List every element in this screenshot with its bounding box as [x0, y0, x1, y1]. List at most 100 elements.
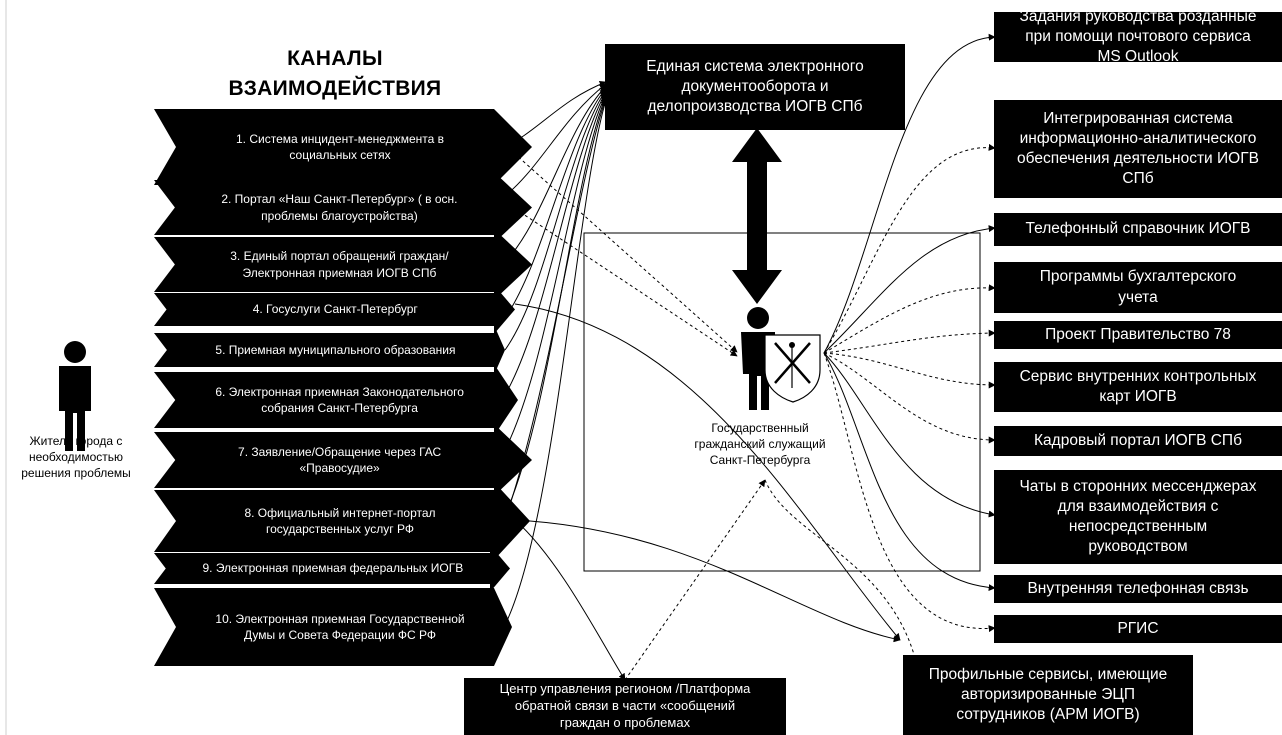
service-box-5-line1: Проект Правительство 78 — [1045, 325, 1231, 343]
servant-caption: Государственный гражданский служащий Сан… — [680, 420, 840, 469]
channel-label-10-line1: 10. Электронная приемная Государственной — [215, 611, 465, 626]
service-box-6-line1: Сервис внутренних контрольных — [1019, 367, 1257, 385]
service-box-1-line1: Задания руководства розданные — [1019, 7, 1257, 25]
channel-label-2-line1: 2. Портал «Наш Санкт-Петербург» ( в осн. — [221, 192, 458, 207]
center-region-line1: Центр управления регионом /Платформа — [499, 681, 751, 697]
channel-label-10: 10. Электронная приемная Государственной… — [180, 588, 500, 666]
channels-title-line1: КАНАЛЫ — [287, 47, 383, 70]
channel-label-8: 8. Официальный интернет-портал государств… — [180, 490, 500, 552]
service-box-1-line2: при помощи почтового сервиса — [1025, 27, 1251, 45]
profile-services-line1: Профильные сервисы, имеющие — [928, 665, 1168, 683]
channel-to-servant-dashed — [504, 144, 738, 357]
channel-label-7-line2: «Правосудие» — [299, 461, 380, 475]
channel-label-8-line2: государственных услуг РФ — [266, 522, 414, 536]
resident-caption-line3: решения проблемы — [21, 466, 131, 481]
service-box-5: Проект Правительство 78 — [994, 321, 1282, 349]
channel-arrow-4 — [154, 285, 515, 334]
channel-label-5-line1: 5. Приемная муниципального образования — [215, 342, 456, 357]
employee-frame — [583, 232, 981, 572]
center-region-line2: обратной связи в части «сообщений — [514, 698, 736, 714]
channel-arrow-10 — [154, 588, 512, 666]
channel-label-4: 4. Госуслуги Санкт-Петербург — [171, 293, 500, 326]
channel-label-7-line1: 7. Заявление/Обращение через ГАС — [238, 444, 442, 459]
channel-label-8-line1: 8. Официальный интернет-портал — [244, 505, 436, 520]
servant-to-services — [823, 33, 996, 633]
service-box-10-line1: РГИС — [1117, 619, 1159, 637]
channel-label-9: 9. Электронная приемная федеральных ИОГВ — [170, 553, 496, 584]
service-box-8-line3: непосредственным — [1068, 518, 1208, 535]
profile-services-box: Профильные сервисы, имеющие авторизирова… — [903, 655, 1193, 735]
channel-label-6-line2: собрания Санкт-Петербурга — [261, 401, 418, 415]
resident-caption: Житель города с необходимостью решения п… — [14, 433, 138, 482]
service-box-2-line3: обеспечения деятельности ИОГВ — [1017, 150, 1259, 167]
channel-label-1-line1: 1. Система инцидент-менеджмента в — [236, 131, 444, 146]
edms-line2: документооборота и — [681, 77, 829, 95]
service-box-7: Кадровый портал ИОГВ СПб — [994, 426, 1282, 456]
channel-arrow-6 — [154, 364, 518, 436]
center-region-line3: граждан о проблемах — [559, 714, 691, 730]
channel-arrow-7 — [154, 424, 532, 496]
resident-person-icon — [59, 341, 91, 451]
service-box-1: Задания руководства розданные при помощи … — [994, 8, 1282, 65]
channels-title-line2: ВЗАИМОДЕЙСТВИЯ — [228, 77, 442, 101]
channel-label-2-line2: проблемы благоустройства) — [261, 208, 418, 223]
service-box-9-line1: Внутренняя телефонная связь — [1027, 579, 1249, 597]
channel-label-3-line2: Электронная приемная ИОГВ СПб — [242, 265, 437, 280]
service-box-2-line1: Интегрированная система — [1043, 109, 1233, 127]
service-box-8-line2: для взаимодействия с — [1057, 497, 1219, 515]
channel-label-3-line1: 3. Единый портал обращений граждан/ — [230, 249, 449, 264]
service-box-2: Интегрированная система информационно-ана… — [994, 100, 1282, 198]
service-box-8-line1: Чаты в сторонних мессенджерах — [1019, 477, 1257, 495]
channel-arrow-9 — [154, 545, 510, 592]
service-box-2-line2: информационно-аналитического — [1019, 129, 1257, 147]
service-box-1-line3: MS Outlook — [1097, 48, 1179, 66]
service-box-8: Чаты в сторонних мессенджерах для взаимод… — [994, 470, 1282, 564]
resident-caption-line1: Житель города с — [29, 434, 123, 448]
service-box-2-line4: СПб — [1122, 170, 1154, 188]
channel-to-edms-connectors — [484, 81, 608, 626]
channel-arrows — [154, 109, 532, 666]
channel-label-5: 5. Приемная муниципального образования — [171, 333, 500, 367]
resident-caption-line2: необходимостью — [28, 450, 124, 465]
service-box-3: Телефонный справочник ИОГВ — [994, 213, 1282, 246]
service-box-4-line2: учета — [1118, 288, 1158, 306]
channel-label-10-line2: Думы и Совета Федерации ФС РФ — [243, 628, 436, 642]
channel-label-3: 3. Единый портал обращений граждан/Элект… — [179, 237, 500, 292]
center-region-box: Центр управления регионом /Платформа обр… — [464, 678, 786, 735]
service-box-4: Программы бухгалтерского учета — [994, 262, 1282, 313]
channel-label-6-line1: 6. Электронная приемная Законодательного — [215, 384, 464, 399]
channel-arrow-8 — [154, 482, 530, 560]
edms-line3: делопроизводства ИОГВ СПб — [647, 98, 863, 116]
channel-label-4-line1: 4. Госуслуги Санкт-Петербург — [252, 302, 418, 317]
misc-connectors — [514, 303, 923, 681]
service-box-6: Сервис внутренних контрольных карт ИОГВ — [994, 362, 1282, 412]
servant-caption-line2: гражданский служащий — [694, 437, 826, 452]
service-box-7-line1: Кадровый портал ИОГВ СПб — [1034, 431, 1242, 449]
servant-caption-line3: Санкт-Петербурга — [709, 453, 811, 468]
channel-label-7: 7. Заявление/Обращение через ГАС «Правосу… — [179, 432, 500, 488]
service-box-6-line2: карт ИОГВ — [1099, 388, 1177, 405]
channels-title: КАНАЛЫ ВЗАИМОДЕЙСТВИЯ — [210, 44, 460, 105]
edms-servant-double-arrow — [732, 128, 782, 304]
edms-box: Единая система электронного документообо… — [605, 44, 905, 130]
service-box-9: Внутренняя телефонная связь — [994, 575, 1282, 603]
service-box-3-line1: Телефонный справочник ИОГВ — [1025, 220, 1251, 238]
channel-arrow-1 — [154, 109, 532, 185]
channel-label-2: 2. Портал «Наш Санкт-Петербург» ( в осн.… — [179, 180, 500, 235]
channel-arrow-2 — [154, 172, 532, 243]
channel-arrow-5 — [154, 325, 505, 375]
channel-label-6: 6. Электронная приемная Законодательного… — [179, 372, 500, 428]
servant-caption-line1: Государственный — [711, 421, 809, 435]
edms-line1: Единая система электронного — [646, 57, 864, 75]
profile-services-line3: сотрудников (АРМ ИОГВ) — [956, 706, 1140, 724]
service-box-10: РГИС — [994, 615, 1282, 643]
channel-label-9-line1: 9. Электронная приемная федеральных ИОГВ — [202, 561, 464, 576]
profile-services-line2: авторизированные ЭЦП — [961, 685, 1135, 703]
service-box-4-line1: Программы бухгалтерского — [1039, 268, 1237, 286]
service-box-8-line4: руководством — [1088, 538, 1188, 556]
channel-arrow-3 — [154, 229, 532, 300]
coat-of-arms-icon — [764, 334, 821, 403]
